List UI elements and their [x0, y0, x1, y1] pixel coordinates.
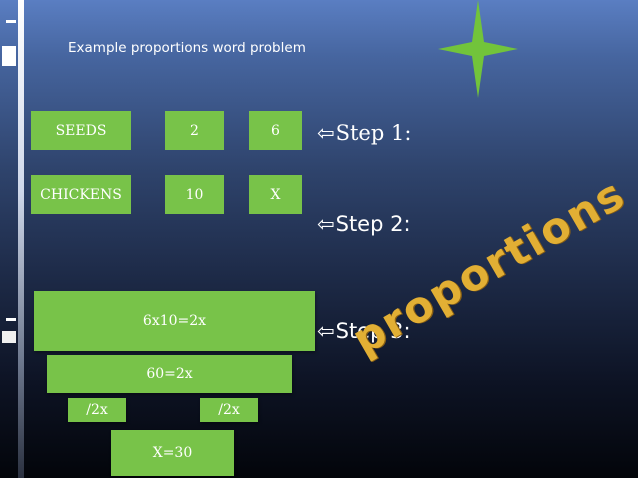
simplified-text: 60=2x	[146, 366, 193, 382]
seeds-value-b-text: 6	[271, 122, 280, 139]
label-chickens: CHICKENS	[31, 175, 131, 214]
edge-notch	[2, 331, 16, 343]
label-seeds: SEEDS	[31, 111, 131, 150]
slide-title: Example proportions word problem	[68, 40, 306, 56]
step-3-label: Step 3:	[335, 319, 411, 343]
chickens-value-a-text: 10	[185, 186, 204, 203]
left-arrow-icon: ⇦	[317, 319, 335, 343]
label-chickens-text: CHICKENS	[40, 186, 122, 203]
answer-text: X=30	[152, 445, 193, 461]
divide-left-text: /2x	[86, 402, 108, 418]
cross-multiply-text: 6x10=2x	[142, 313, 207, 329]
seeds-value-a: 2	[165, 111, 224, 150]
divide-right-box: /2x	[200, 398, 258, 422]
chickens-value-b: X	[249, 175, 302, 214]
step-2: ⇦Step 2:	[317, 212, 411, 236]
cross-multiply-box: 6x10=2x	[34, 291, 315, 351]
simplified-box: 60=2x	[47, 355, 292, 393]
step-2-label: Step 2:	[335, 212, 411, 236]
left-arrow-icon: ⇦	[317, 212, 335, 236]
divide-right-text: /2x	[218, 402, 240, 418]
seeds-value-a-text: 2	[190, 122, 199, 139]
step-1: ⇦Step 1:	[317, 121, 411, 145]
chickens-value-a: 10	[165, 175, 224, 214]
answer-box: X=30	[111, 430, 234, 476]
four-point-star-icon	[438, 0, 518, 98]
proportions-wordart: proportions	[344, 168, 635, 366]
left-arrow-icon: ⇦	[317, 121, 335, 145]
chickens-value-b-text: X	[270, 186, 281, 203]
edge-notch	[6, 20, 16, 23]
step-3: ⇦Step 3:	[317, 319, 411, 343]
divide-left-box: /2x	[68, 398, 126, 422]
seeds-value-b: 6	[249, 111, 302, 150]
slide-left-edge	[0, 0, 28, 478]
label-seeds-text: SEEDS	[55, 122, 107, 139]
edge-notch	[2, 46, 16, 66]
edge-bar	[18, 0, 24, 478]
edge-notch	[6, 318, 16, 321]
step-1-label: Step 1:	[335, 121, 412, 145]
